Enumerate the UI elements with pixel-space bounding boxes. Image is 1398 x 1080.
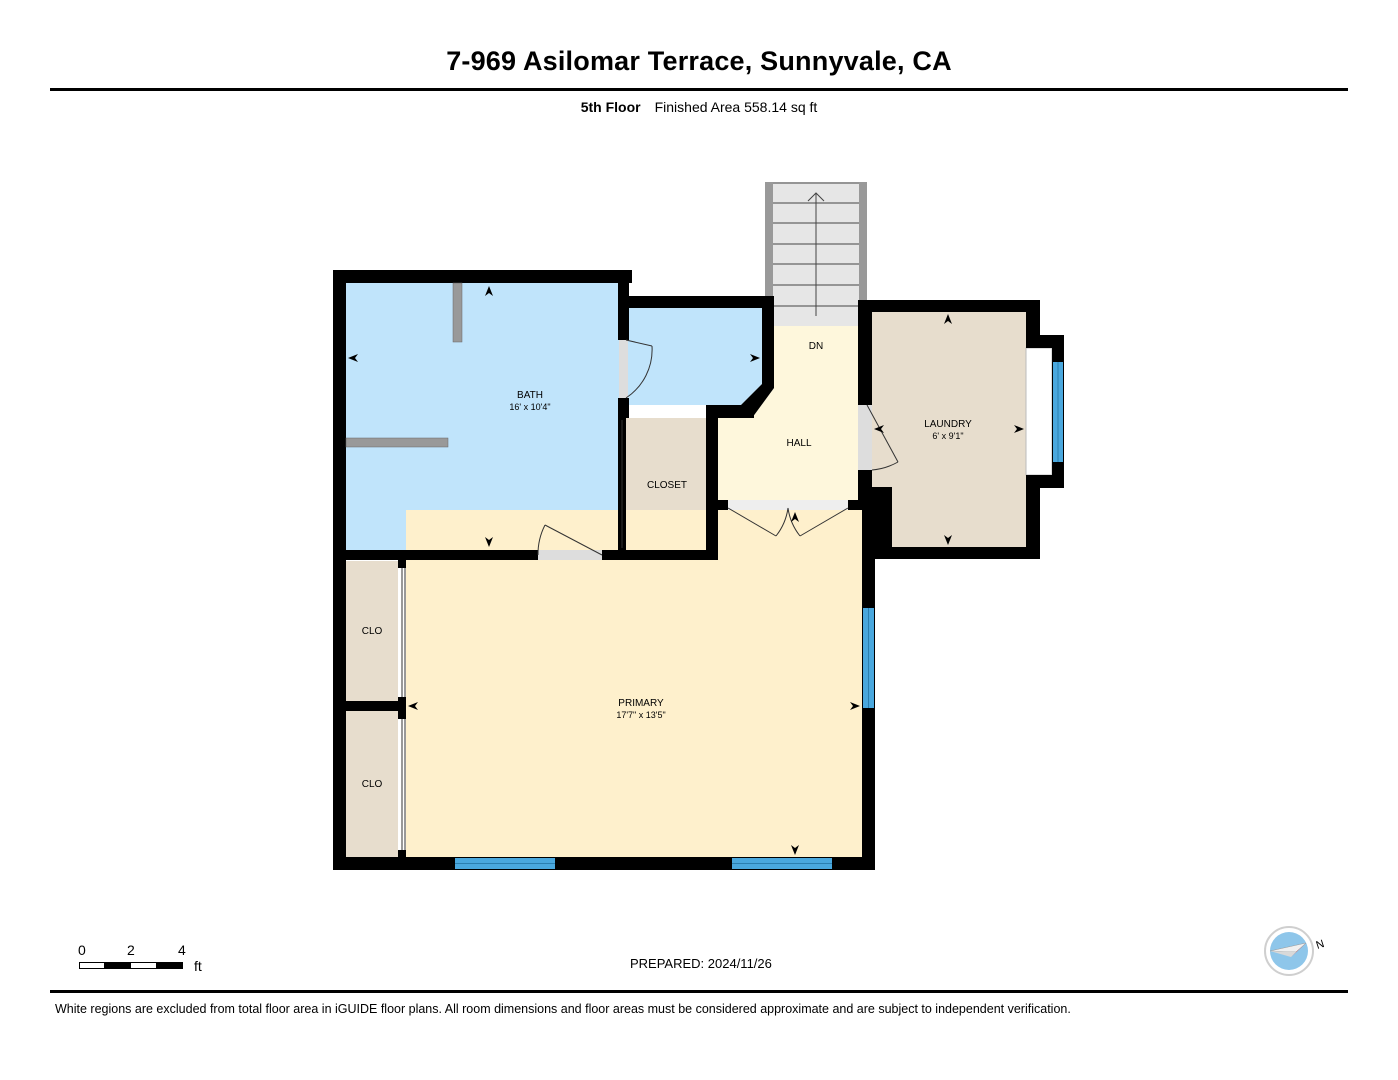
clo-bottom-label: CLO xyxy=(362,779,383,790)
doors xyxy=(401,339,899,850)
laundry-dimensions: 6' x 9'1" xyxy=(932,431,963,441)
bath-partition-horizontal xyxy=(345,437,449,448)
bath-dimensions: 16' x 10'4" xyxy=(509,402,550,412)
laundry-bay-fill xyxy=(1025,347,1053,476)
compass-north-label: N xyxy=(1315,938,1326,952)
laundry-fill xyxy=(872,312,1026,547)
page-title: 7-969 Asilomar Terrace, Sunnyvale, CA xyxy=(446,46,952,76)
finished-area: Finished Area 558.14 sq ft xyxy=(654,99,818,115)
bath-label: BATH xyxy=(517,390,543,401)
floor-summary: 5th Floor Finished Area 558.14 sq ft xyxy=(0,99,1398,115)
scale-tick-4: 4 xyxy=(178,942,186,958)
disclaimer-text: White regions are excluded from total fl… xyxy=(55,1002,1071,1016)
header-divider xyxy=(50,88,1348,91)
hall-fill xyxy=(718,326,858,500)
dimension-markers xyxy=(348,286,1024,855)
primary-label: PRIMARY xyxy=(618,698,664,709)
clo-top-fill xyxy=(346,561,398,701)
hall-label: HALL xyxy=(786,438,811,449)
windows xyxy=(455,362,1063,869)
stairs-down-label: DN xyxy=(809,341,823,352)
primary-fill xyxy=(406,510,862,857)
scale-segment xyxy=(156,962,183,969)
scale-segment xyxy=(130,962,157,969)
clo-bottom-fill xyxy=(346,711,398,857)
scale-bar: 0 2 4 ft xyxy=(78,942,218,982)
scale-tick-0: 0 xyxy=(78,942,86,958)
scale-segment xyxy=(104,962,131,969)
laundry-label: LAUNDRY xyxy=(924,419,972,430)
primary-dimensions: 17'7" x 13'5" xyxy=(616,710,665,720)
bath-partition-vertical xyxy=(452,282,463,343)
scale-unit: ft xyxy=(194,958,202,974)
prepared-date: PREPARED: 2024/11/26 xyxy=(630,956,772,971)
stairs xyxy=(765,182,867,326)
bath-alcove-fill xyxy=(628,308,762,405)
closet-label: CLOSET xyxy=(647,480,687,491)
floor-name: 5th Floor xyxy=(580,99,641,115)
scale-segment xyxy=(79,962,105,969)
bath-fill xyxy=(346,283,620,550)
footer-divider xyxy=(50,990,1348,993)
compass-icon: N xyxy=(1264,926,1326,976)
clo-top-label: CLO xyxy=(362,626,383,637)
scale-tick-2: 2 xyxy=(127,942,135,958)
